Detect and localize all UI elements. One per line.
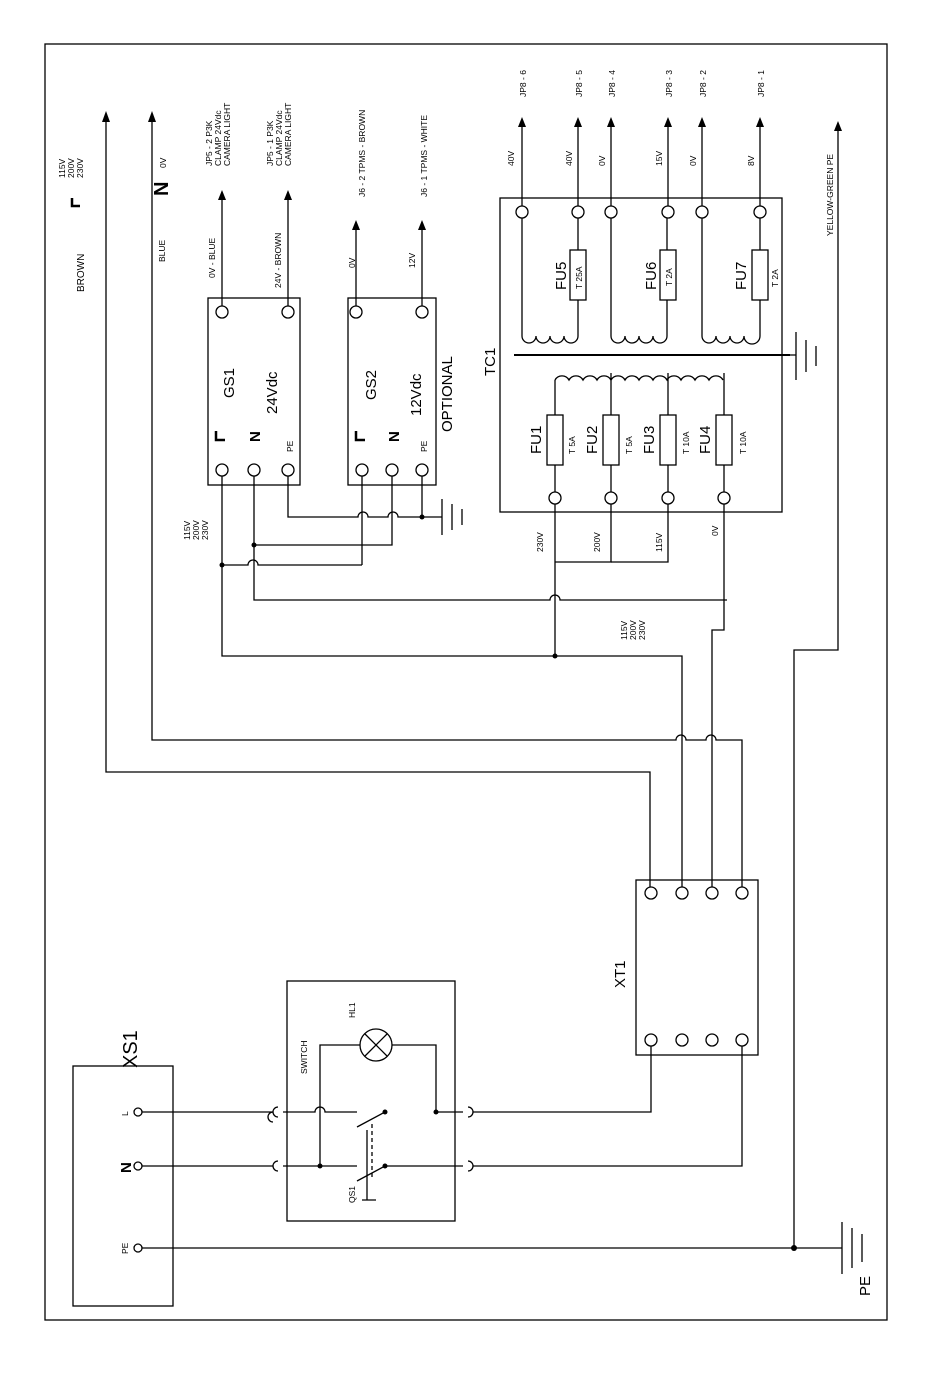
xs1-inlet: XS1 L N PE (72, 1030, 174, 1307)
svg-text:0V: 0V (688, 155, 698, 166)
svg-text:T 25A: T 25A (574, 266, 584, 289)
svg-text:200V: 200V (592, 532, 602, 552)
fuse-fu1 (546, 414, 564, 466)
svg-text:JP8 - 1: JP8 - 1 (756, 70, 766, 97)
svg-text:PE: PE (285, 440, 295, 452)
xt1-terminal-block: XT1 (612, 879, 759, 1056)
svg-text:JP5 - 1 P3K: JP5 - 1 P3K (265, 120, 275, 166)
j6-2-label: J6 - 2 TPMS - BROWN (357, 110, 367, 197)
svg-text:JP5 - 2 P3K: JP5 - 2 P3K (204, 120, 214, 166)
svg-text:T 2A: T 2A (770, 269, 780, 287)
svg-text:JP8 - 4: JP8 - 4 (607, 70, 617, 97)
yellow-green-pe-label: YELLOW-GREEN PE (825, 154, 835, 236)
xs1-label: XS1 (120, 1030, 142, 1068)
svg-text:230V: 230V (535, 532, 545, 552)
svg-text:8V: 8V (746, 155, 756, 166)
svg-text:CLAMP 24Vdc: CLAMP 24Vdc (213, 110, 223, 166)
svg-text:JP8 - 5: JP8 - 5 (574, 70, 584, 97)
svg-text:JP8 - 6: JP8 - 6 (518, 70, 528, 97)
brown-supply-line: BROWN 115V 200V 230V (57, 111, 651, 893)
svg-text:FU2: FU2 (584, 426, 601, 454)
svg-text:JP8 - 3: JP8 - 3 (664, 70, 674, 97)
svg-text:CAMERA LIGHT: CAMERA LIGHT (222, 103, 232, 166)
j6-1-label: J6 - 1 TPMS - WHITE (419, 115, 429, 197)
svg-text:T 5A: T 5A (624, 436, 634, 454)
svg-text:200V: 200V (66, 158, 76, 178)
svg-text:40V: 40V (564, 151, 574, 166)
switch-label: SWITCH (299, 1040, 309, 1074)
main-switch: SWITCH HL1 QS1 (286, 980, 456, 1222)
svg-text:T 5A: T 5A (567, 436, 577, 454)
tc1-secondary-outputs: JP8 - 6 JP8 - 5 JP8 - 4 JP8 - 3 JP8 - 2 … (506, 70, 766, 206)
svg-text:CLAMP 24Vdc: CLAMP 24Vdc (274, 110, 284, 166)
svg-text:QS1: QS1 (347, 1186, 357, 1203)
svg-text:0V: 0V (347, 257, 357, 268)
gs1-rating: 24Vdc (264, 371, 281, 414)
fuse-fu6 (659, 249, 677, 301)
svg-text:230V: 230V (75, 158, 85, 178)
svg-text:0V: 0V (597, 155, 607, 166)
svg-text:T 10A: T 10A (738, 431, 748, 454)
svg-text:N: N (247, 431, 264, 442)
svg-text:115V: 115V (619, 620, 629, 640)
ground-pe-label: PE (857, 1276, 874, 1296)
neutral-symbol: N (151, 182, 173, 196)
svg-text:FU3: FU3 (641, 426, 658, 454)
gs-input-wiring (219, 476, 727, 657)
svg-text:CAMERA LIGHT: CAMERA LIGHT (283, 103, 293, 166)
svg-text:FU7: FU7 (733, 262, 750, 290)
mains-wiring (142, 1046, 840, 1251)
svg-text:115V: 115V (654, 532, 664, 552)
svg-text:FU5: FU5 (553, 262, 570, 290)
svg-text:HL1: HL1 (347, 1002, 357, 1018)
svg-text:0V: 0V (158, 157, 168, 168)
tc1-label: TC1 (482, 348, 499, 376)
svg-text:FU4: FU4 (697, 426, 714, 454)
brown-label: BROWN (76, 254, 87, 292)
svg-text:FU1: FU1 (528, 426, 545, 454)
svg-text:200V: 200V (191, 520, 201, 540)
svg-text:T 10A: T 10A (681, 431, 691, 454)
svg-text:230V: 230V (200, 520, 210, 540)
fuse-fu3 (659, 414, 677, 466)
fuse-fu4 (715, 414, 733, 466)
gs2-rating: 12Vdc (408, 373, 425, 416)
svg-text:JP8 - 2: JP8 - 2 (698, 70, 708, 97)
svg-text:40V: 40V (506, 151, 516, 166)
fuse-fu7 (751, 249, 769, 301)
blue-supply-line: BLUE 0V N (148, 111, 743, 893)
svg-text:0V: 0V (710, 525, 720, 536)
svg-text:N: N (118, 1162, 135, 1173)
svg-text:PE: PE (419, 440, 429, 452)
svg-text:L: L (120, 1111, 130, 1116)
gs1-out-0v: 0V - BLUE (207, 238, 217, 278)
gs2-power-supply: GS2 12Vdc OPTIONAL N PE 0V 12V J6 - 2 TP… (347, 110, 456, 486)
tc1-primary-wiring: 230V 200V 115V 0V 115V 200V 230V (535, 504, 725, 893)
svg-text:PE: PE (120, 1242, 130, 1254)
svg-text:FU6: FU6 (643, 262, 660, 290)
gs1-label: GS1 (221, 368, 238, 398)
gs2-optional: OPTIONAL (439, 356, 456, 432)
diagram-border (44, 43, 888, 1321)
tc1-transformer: TC1 JP8 - 6 JP8 - 5 JP8 - 4 JP8 - 3 JP8 … (482, 70, 817, 513)
blue-label: BLUE (157, 239, 167, 262)
xt1-label: XT1 (612, 960, 629, 988)
gs1-out-24v: 24V - BROWN (273, 233, 283, 288)
gs2-label: GS2 (363, 370, 380, 400)
pe-line: YELLOW-GREEN PE (793, 121, 842, 1248)
svg-text:230V: 230V (637, 620, 647, 640)
gs1-power-supply: GS1 24Vdc N PE 0V - BLUE 24V - BROWN JP5… (182, 103, 301, 540)
svg-text:115V: 115V (182, 520, 192, 540)
svg-text:T 2A: T 2A (664, 268, 674, 286)
svg-text:115V: 115V (57, 158, 67, 178)
svg-text:N: N (386, 431, 403, 442)
fuse-fu5 (569, 249, 587, 301)
main-ground-symbol: PE (840, 1222, 874, 1296)
fuse-fu2 (602, 414, 620, 466)
svg-text:12V: 12V (407, 253, 417, 268)
svg-text:200V: 200V (628, 620, 638, 640)
phase-symbol (70, 198, 80, 208)
svg-text:15V: 15V (654, 151, 664, 166)
